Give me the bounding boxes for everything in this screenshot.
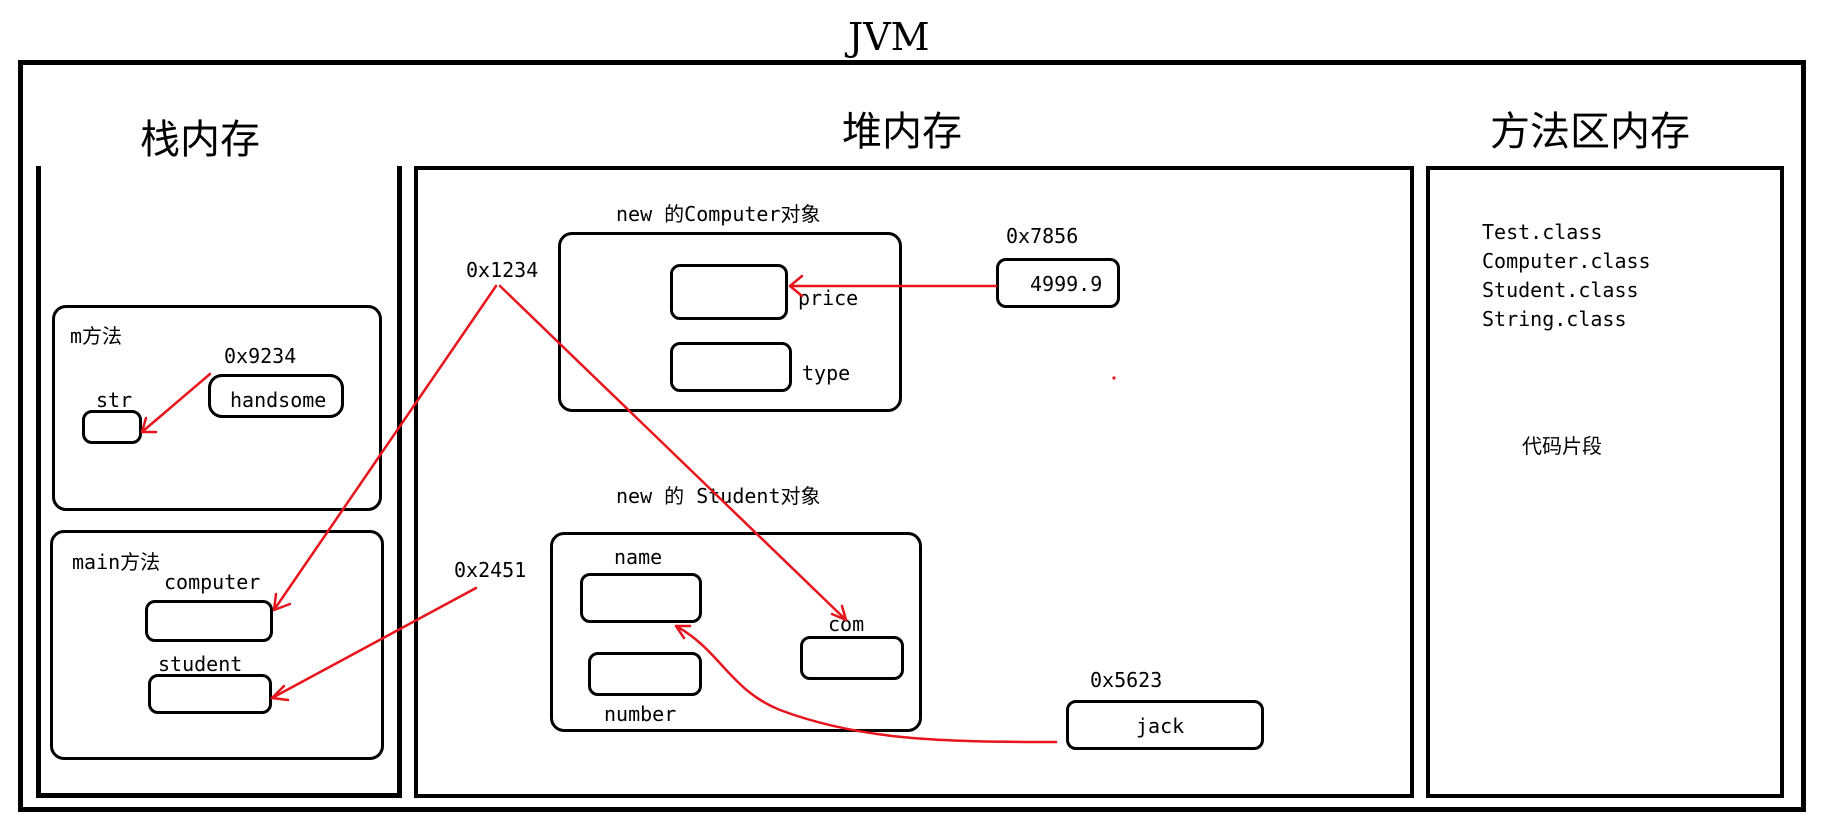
class-item-computer: Computer.class <box>1482 249 1651 273</box>
student-address: 0x2451 <box>454 558 527 582</box>
name-label: name <box>614 545 663 569</box>
computer-object-caption: new 的Computer对象 <box>616 202 821 226</box>
arrow-handsome-to-str <box>140 372 212 434</box>
stack-region <box>36 166 402 798</box>
str-slot <box>82 410 142 444</box>
name-slot <box>580 573 702 623</box>
stack-heading: 栈内存 <box>140 117 260 163</box>
m-method-frame <box>52 305 382 511</box>
str-label: str <box>96 388 133 412</box>
number-slot <box>588 652 702 696</box>
price-value: 4999.9 <box>1030 272 1103 296</box>
arrow-jack-to-name <box>674 624 1058 744</box>
jvm-frame <box>18 60 1806 812</box>
jack-address: 0x5623 <box>1090 668 1163 692</box>
main-method-frame <box>50 530 384 760</box>
student-object <box>550 532 922 732</box>
com-label: com <box>828 612 865 636</box>
arrow-student-addr-to-student <box>270 586 478 700</box>
computer-object <box>558 232 902 412</box>
m-method-label: m方法 <box>70 324 123 348</box>
method-area-heading: 方法区内存 <box>1490 109 1690 155</box>
code-segment-label: 代码片段 <box>1522 434 1602 458</box>
main-method-label: main方法 <box>72 550 161 574</box>
class-item-student: Student.class <box>1482 278 1639 302</box>
jack-object <box>1066 700 1264 750</box>
price-value-object <box>996 258 1120 308</box>
jack-value: jack <box>1136 714 1185 738</box>
number-label: number <box>604 702 677 726</box>
class-item-string: String.class <box>1482 307 1627 331</box>
heap-region <box>414 166 1414 798</box>
red-dot <box>1112 376 1116 380</box>
arrow-computer-addr-to-com <box>498 284 848 622</box>
m-address-label: 0x9234 <box>224 344 297 368</box>
computer-address: 0x1234 <box>466 258 539 282</box>
handsome-value: handsome <box>230 388 327 412</box>
computer-label: computer <box>164 570 261 594</box>
jvm-title: JVM <box>848 15 930 59</box>
heap-heading: 堆内存 <box>842 109 962 155</box>
type-label: type <box>802 361 851 385</box>
price-label: price <box>798 286 859 310</box>
method-area-region <box>1426 166 1784 798</box>
type-slot <box>670 342 792 392</box>
com-slot <box>800 636 904 680</box>
price-slot <box>670 264 788 320</box>
class-item-test: Test.class <box>1482 220 1603 244</box>
price-address: 0x7856 <box>1006 224 1079 248</box>
student-slot <box>148 674 272 714</box>
handsome-object <box>208 374 344 418</box>
student-label: student <box>158 652 243 676</box>
computer-slot <box>145 600 273 642</box>
arrow-computer-addr-to-computer <box>272 284 498 612</box>
